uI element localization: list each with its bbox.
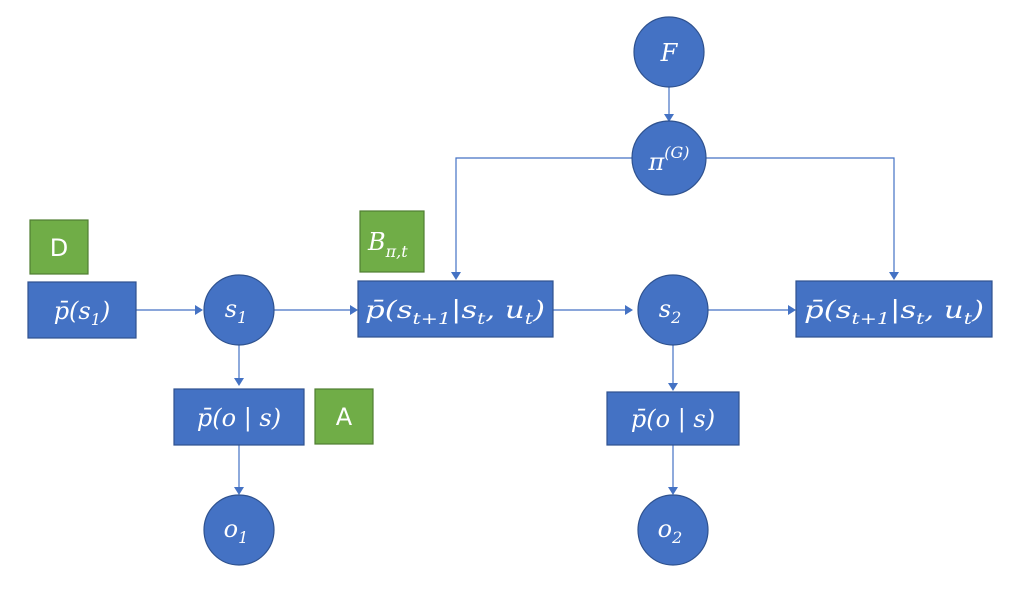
node-d-label: D [50, 234, 68, 262]
node-o2[interactable]: o2 [637, 494, 709, 566]
node-prior-s1-pre: p̄(s [54, 297, 91, 325]
node-o2-base: o [658, 515, 672, 543]
node-transition-2-post: ) [971, 296, 984, 324]
node-transition-1-sub3: t [525, 309, 534, 328]
node-f-label: F [660, 39, 679, 67]
node-transition-1-mid: |s [451, 296, 477, 325]
node-prior-s1[interactable]: p̄(s1) [27, 281, 137, 339]
node-s1-shape [203, 274, 275, 346]
edge-pi-to-transition-1 [455, 157, 632, 272]
node-policy-sup: (G) [664, 143, 689, 162]
node-b-sub: π,t [385, 242, 409, 261]
node-transition-1-mid2: , u [485, 296, 524, 324]
node-d[interactable]: D [29, 219, 89, 275]
node-s2-label: s2 [659, 295, 682, 327]
arrowhead-s1-to-likelihood-1 [234, 378, 244, 386]
node-transition-2-mid2: , u [924, 296, 963, 324]
node-likelihood-1-shape [173, 388, 305, 446]
node-prior-s1-sub: 1 [91, 310, 101, 329]
node-s1-label: s1 [225, 295, 248, 327]
node-transition-1-pre: p̄(s [365, 296, 412, 324]
node-o1[interactable]: o1 [203, 494, 275, 566]
node-s2-base: s [659, 295, 671, 323]
node-prior-s1-post: ) [100, 297, 110, 325]
arrowhead-pi-to-transition-2 [889, 272, 899, 280]
node-o1-sub: 1 [238, 528, 248, 547]
node-transition-2-sub2: t [916, 309, 925, 328]
node-transition-2-sub3: t [964, 309, 973, 328]
arrowhead-pi-to-transition-1 [451, 272, 461, 280]
node-policy-label: π(G) [647, 143, 689, 176]
node-transition-2-shape [795, 280, 993, 338]
node-likelihood-1[interactable]: p̄(o | s) [173, 388, 305, 446]
edges [136, 87, 899, 495]
arrowhead-likelihood-2-to-o2 [668, 487, 678, 495]
arrowhead-s1-to-transition-1 [350, 305, 358, 315]
node-o2-shape [637, 494, 709, 566]
node-policy[interactable]: π(G) [631, 120, 707, 196]
arrowhead-likelihood-1-to-o1 [234, 487, 244, 495]
node-a-shape [314, 388, 374, 445]
node-prior-s1-shape [27, 281, 137, 339]
node-o1-label: o1 [224, 515, 249, 547]
arrowhead-prior-to-s1 [195, 305, 203, 315]
node-b-label: Bπ,t [367, 228, 408, 261]
node-policy-shape [631, 120, 707, 196]
node-b-base: B [367, 228, 386, 256]
node-s2-sub: 2 [670, 308, 681, 327]
node-s1-base: s [225, 295, 237, 323]
edge-pi-to-transition-2 [706, 157, 895, 272]
node-s1[interactable]: s1 [203, 274, 275, 346]
node-prior-s1-label: p̄(s1) [54, 297, 111, 329]
node-f-shape [633, 16, 705, 88]
node-s2-shape [637, 274, 709, 346]
arrowhead-transition-1-to-s2 [625, 305, 633, 315]
node-o1-shape [203, 494, 275, 566]
node-d-shape [29, 219, 89, 275]
node-likelihood-2[interactable]: p̄(o | s) [606, 391, 740, 446]
node-policy-base: π [647, 148, 665, 176]
arrowhead-s2-to-likelihood-2 [668, 383, 678, 391]
node-transition-1-shape [357, 280, 554, 338]
node-b-shape [359, 210, 425, 273]
node-likelihood-1-label: p̄(o | s) [197, 404, 281, 433]
arrowhead-s2-to-transition-2 [788, 305, 796, 315]
node-o2-sub: 2 [671, 528, 682, 547]
node-transition-2-mid: |s [890, 296, 916, 325]
node-likelihood-2-shape [606, 391, 740, 446]
node-o2-label: o2 [658, 515, 683, 547]
node-transition-2-sub1: t+1 [851, 309, 889, 328]
node-transition-1-sub1: t+1 [412, 309, 450, 328]
node-f[interactable]: F [633, 16, 705, 88]
node-s1-sub: 1 [237, 308, 247, 327]
node-transition-2-pre: p̄(s [804, 296, 851, 324]
node-s2[interactable]: s2 [637, 274, 709, 346]
node-a[interactable]: A [314, 388, 374, 445]
node-transition-1-sub2: t [477, 309, 486, 328]
node-a-label: A [336, 403, 353, 431]
node-transition-1-post: ) [532, 296, 545, 324]
node-likelihood-2-label: p̄(o | s) [631, 405, 715, 434]
node-o1-base: o [224, 515, 238, 543]
arrowhead-f-to-pi [664, 114, 674, 122]
node-b[interactable]: Bπ,t [359, 210, 425, 273]
